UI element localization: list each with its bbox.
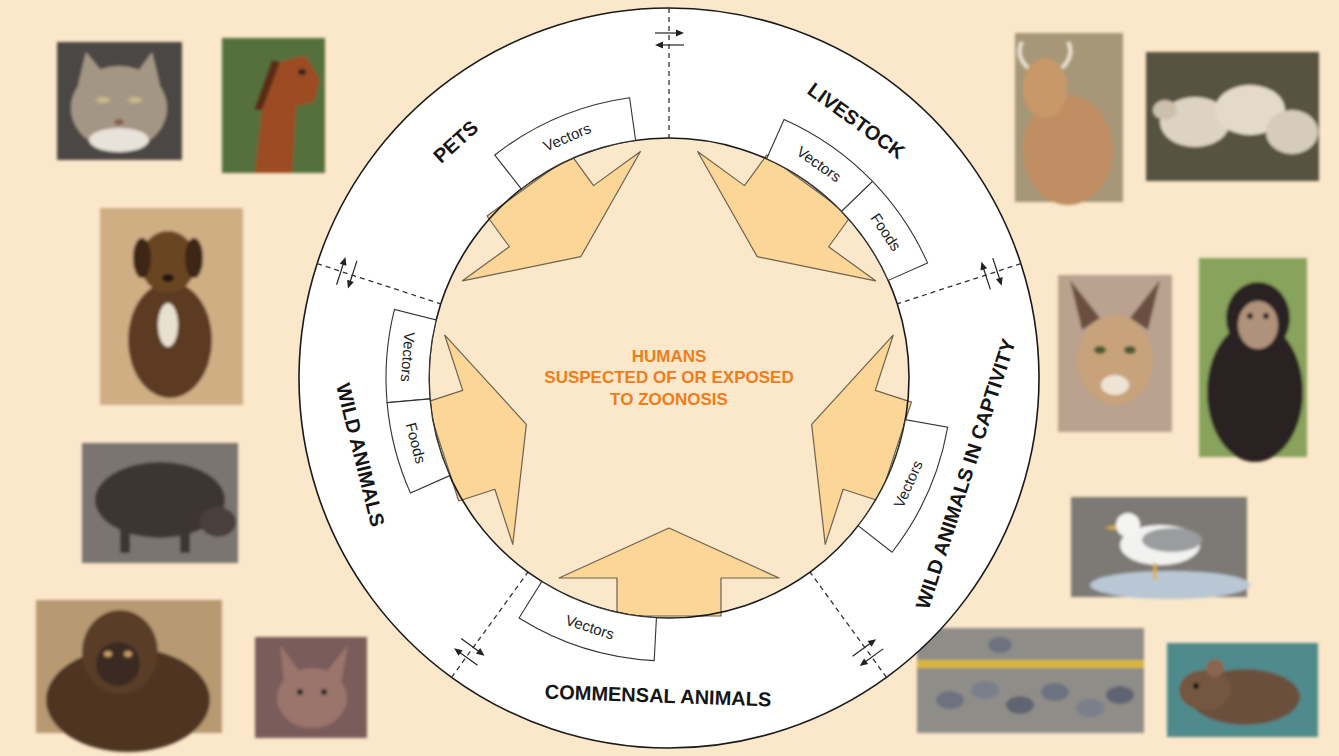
center-label: HUMANS: [632, 346, 707, 367]
route-box: Vectors: [384, 307, 439, 405]
gorilla-photo: [36, 600, 222, 752]
route-box: Vectors: [492, 95, 638, 191]
sector-divider: [313, 249, 446, 317]
dog-photo: [100, 208, 243, 405]
label-group: WILD ANIMALS: [331, 381, 389, 529]
band-outline: [315, 6, 671, 306]
box-shape: [495, 98, 636, 189]
sector-band: WILD ANIMALS IN CAPTIVITYVectors: [808, 261, 1041, 680]
sector-label: PETS: [429, 116, 483, 168]
box-shape: [842, 181, 928, 280]
chimpanzee-photo: [1199, 258, 1307, 462]
center-circle: HUMANSSUSPECTED OF OR EXPOSED TO ZOONOSI…: [519, 228, 819, 528]
ring-ground: [364, 73, 974, 683]
gull-photo: [1071, 497, 1250, 599]
route-box: Vectors: [856, 417, 950, 555]
route-box: Foods: [385, 396, 452, 496]
sector-divider: [439, 563, 539, 685]
sector-band: WILD ANIMALSVectorsFoods: [297, 261, 530, 680]
route-box: Vectors: [517, 579, 659, 663]
band-arc: [317, 8, 669, 304]
band-arc: [669, 8, 1021, 304]
label-group: COMMENSAL ANIMALS: [544, 680, 771, 711]
pigeons-photo: [917, 628, 1144, 733]
label-group: PETS: [429, 116, 483, 168]
boar-photo: [82, 443, 238, 563]
box-shape: [387, 399, 450, 493]
band-outline: [449, 570, 889, 750]
box-shape: [386, 310, 436, 403]
sector-label: WILD ANIMALS: [331, 381, 389, 529]
cow-photo: [1015, 33, 1123, 205]
bat-photo: [255, 637, 367, 738]
band-arc: [299, 264, 528, 678]
sector-label: COMMENSAL ANIMALS: [544, 680, 771, 711]
sector-band: PETSVectors: [315, 6, 671, 306]
band-arc: [452, 572, 887, 748]
sector-band: COMMENSAL ANIMALS Vectors: [449, 570, 889, 750]
sector-divider: [655, 8, 684, 138]
band-arc: [810, 264, 1039, 678]
route-box: Foods: [839, 179, 930, 283]
center-label: SUSPECTED OF OR EXPOSED TO ZOONOSIS: [538, 367, 800, 410]
rat-photo: [1167, 643, 1318, 737]
cat-photo: [57, 42, 182, 160]
box-shape: [858, 420, 948, 553]
block-arrow: [427, 335, 527, 544]
box-shape: [519, 582, 656, 661]
block-arrow: [462, 152, 640, 281]
sheep-photo: [1146, 52, 1319, 181]
block-arrow: [559, 528, 779, 616]
caracal-photo: [1058, 275, 1172, 432]
horse-photo: [222, 38, 325, 173]
sector-divider: [798, 564, 898, 686]
sector-band: LIVESTOCKVectorsFoods: [667, 6, 1023, 306]
